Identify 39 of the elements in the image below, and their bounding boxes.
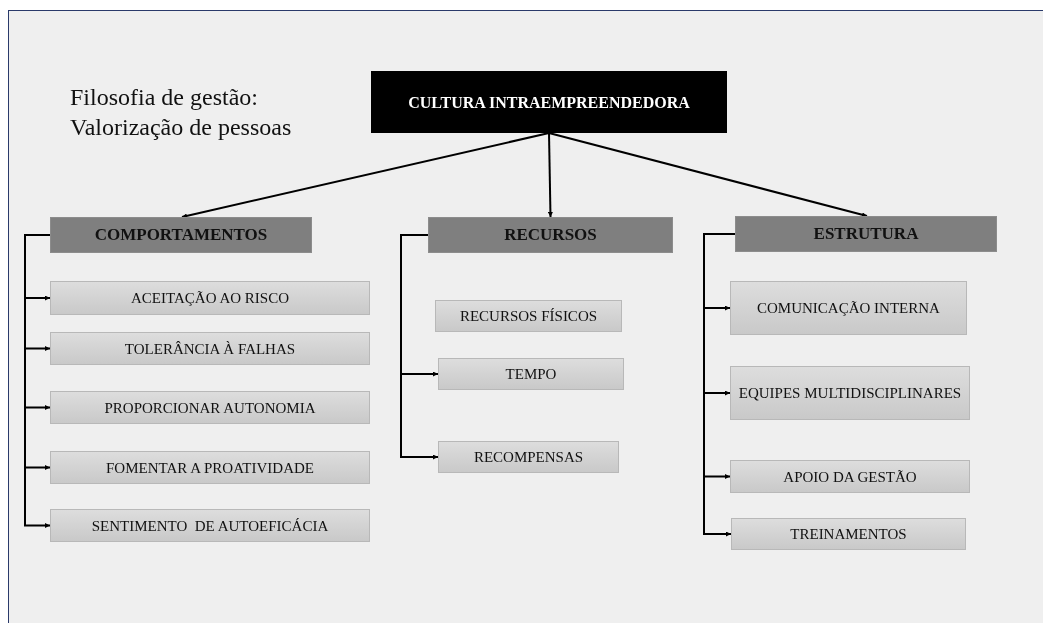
box-label: PROPORCIONAR AUTONOMIA	[104, 398, 316, 417]
item-box	[435, 300, 622, 332]
box-label: SENTIMENTO DE AUTOEFICÁCIA	[91, 516, 329, 535]
item-box	[50, 391, 370, 424]
arrow	[24, 234, 51, 528]
box-label: RECURSOS FÍSICOS	[459, 307, 598, 325]
note-text: Filosofia de gestão: Valorização de pessoas	[70, 83, 293, 142]
arrow	[181, 132, 550, 219]
item-box	[730, 460, 970, 493]
item-box	[438, 441, 619, 473]
arrow	[547, 132, 553, 218]
category-box	[50, 217, 312, 253]
box-label: FOMENTAR A PROATIVIDADE	[106, 458, 314, 477]
category-box	[735, 216, 997, 252]
box-label: CULTURA INTRAEMPREENDEDORA	[408, 92, 690, 112]
box-label: ACEITAÇÃO AO RISCO	[131, 289, 289, 307]
item-box	[438, 358, 624, 390]
box-label: COMUNICAÇÃO INTERNA	[757, 299, 940, 317]
item-box	[50, 281, 370, 315]
box-label: TOLERÂNCIA À FALHAS	[124, 339, 296, 358]
box-label: COMPORTAMENTOS	[94, 225, 268, 245]
box-label: RECOMPENSAS	[473, 448, 584, 466]
item-box	[730, 281, 967, 335]
item-box	[730, 366, 970, 420]
box-label: ESTRUTURA	[813, 224, 919, 244]
box-label: TEMPO	[505, 365, 557, 383]
box-label: APOIO DA GESTÃO	[783, 467, 917, 486]
box-label: EQUIPES MULTIDISCIPLINARES	[738, 384, 962, 402]
category-box	[428, 217, 673, 253]
arrow	[548, 132, 868, 218]
item-box	[50, 332, 370, 365]
arrow	[703, 233, 736, 537]
item-box	[50, 509, 370, 542]
arrow	[400, 234, 439, 460]
box-label: RECURSOS	[504, 225, 597, 245]
item-box	[731, 518, 966, 550]
box-label: TREINAMENTOS	[790, 525, 907, 543]
item-box	[50, 451, 370, 484]
root-box	[371, 71, 727, 133]
